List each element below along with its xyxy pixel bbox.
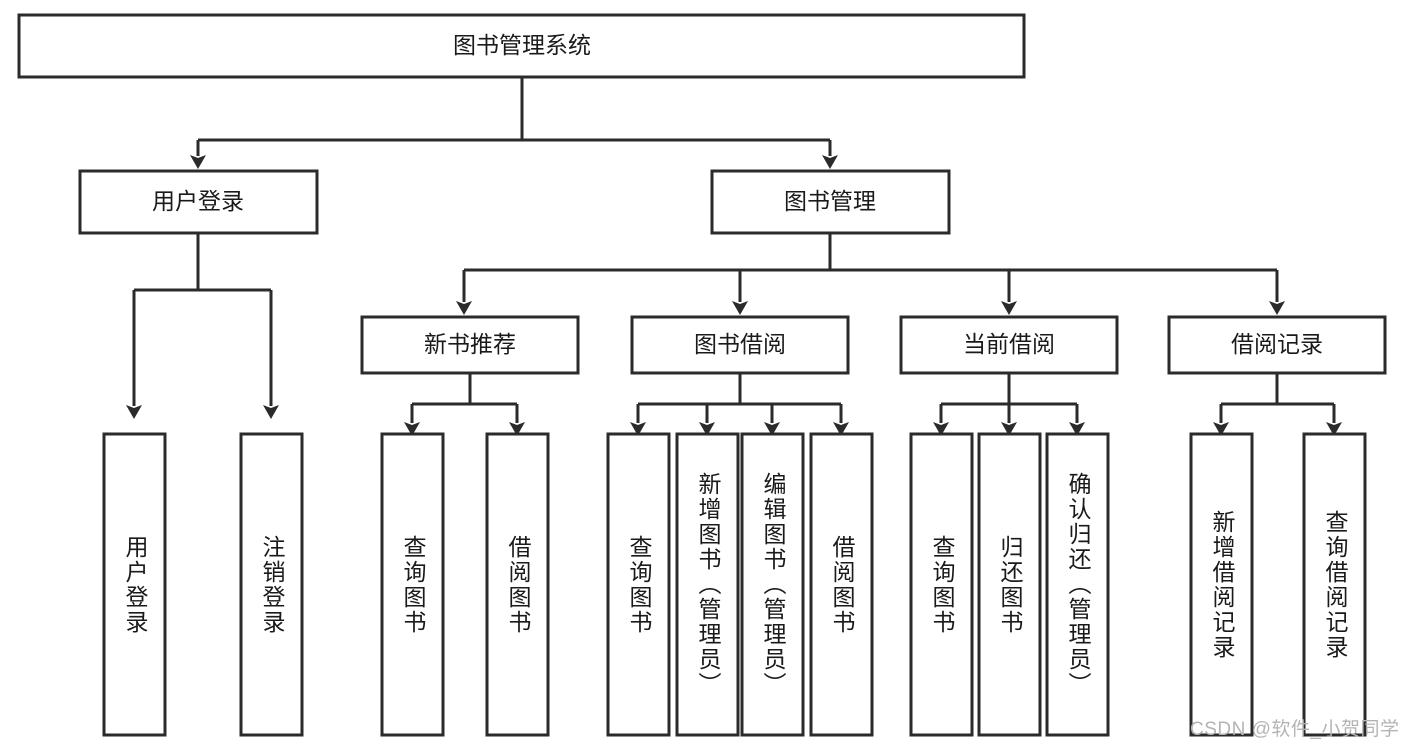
leaf-box-book-borrow-4[interactable]: [809, 432, 874, 737]
leaf-box-borrow-record-2[interactable]: [1302, 432, 1367, 737]
leaf-box-user-login-1[interactable]: [102, 432, 167, 737]
node-root[interactable]: 图书管理系统: [17, 13, 1026, 79]
node-new-book-recommend-label: 新书推荐: [424, 331, 516, 357]
node-book-manage-label: 图书管理: [784, 188, 876, 214]
leaf-box-current-borrow-2[interactable]: [977, 432, 1042, 737]
leaf-box-borrow-record-1[interactable]: [1189, 432, 1254, 737]
node-book-borrow[interactable]: 图书借阅: [630, 315, 850, 375]
node-root-box[interactable]: [17, 13, 1026, 79]
leaf-box-new-book-2[interactable]: [485, 432, 550, 737]
node-new-book-recommend[interactable]: 新书推荐: [360, 315, 580, 375]
node-current-borrow[interactable]: 当前借阅: [899, 315, 1119, 375]
leaf-box-current-borrow-3[interactable]: [1045, 432, 1110, 737]
leaf-box-book-borrow-3[interactable]: [740, 432, 805, 737]
node-book-manage[interactable]: 图书管理: [710, 169, 951, 235]
node-current-borrow-box[interactable]: [899, 315, 1119, 375]
csdn-watermark: CSDN @软件_小贺同学: [1190, 719, 1400, 740]
node-book-borrow-box[interactable]: [630, 315, 850, 375]
leaf-box-user-login-2[interactable]: [239, 432, 304, 737]
leaf-box-new-book-1[interactable]: [380, 432, 445, 737]
node-user-login-label: 用户登录: [152, 188, 244, 214]
node-user-login[interactable]: 用户登录: [78, 169, 319, 235]
node-borrow-record-box[interactable]: [1167, 315, 1387, 375]
node-borrow-record-label: 借阅记录: [1231, 331, 1323, 357]
leaf-box-group: [102, 432, 1367, 737]
node-user-login-box[interactable]: [78, 169, 319, 235]
leaf-box-current-borrow-1[interactable]: [909, 432, 974, 737]
node-borrow-record[interactable]: 借阅记录: [1167, 315, 1387, 375]
node-new-book-recommend-box[interactable]: [360, 315, 580, 375]
leaf-box-book-borrow-2[interactable]: [675, 432, 740, 737]
node-book-borrow-label: 图书借阅: [694, 331, 786, 357]
leaf-box-book-borrow-1[interactable]: [606, 432, 671, 737]
connector-group: [126, 78, 1342, 436]
node-current-borrow-label: 当前借阅: [963, 331, 1055, 357]
node-book-manage-box[interactable]: [710, 169, 951, 235]
node-root-label: 图书管理系统: [453, 32, 591, 58]
